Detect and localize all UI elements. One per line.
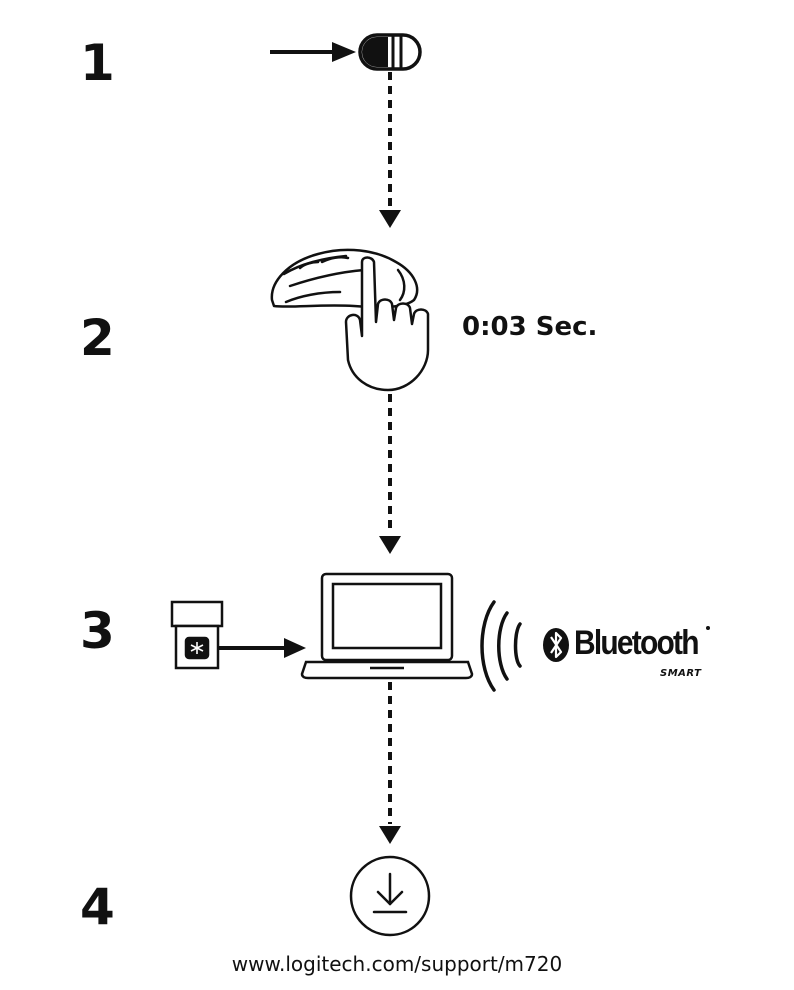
mouse-hand-icon xyxy=(272,250,428,390)
step-number-3: 3 xyxy=(80,606,115,656)
registered-mark xyxy=(706,626,710,630)
bluetooth-label: Bluetooth xyxy=(574,624,698,663)
step-number-4: 4 xyxy=(80,882,115,932)
bluetooth-icon xyxy=(543,628,569,662)
receiver-arrow xyxy=(218,638,306,658)
laptop-icon xyxy=(302,574,472,678)
support-url-link[interactable]: www.logitech.com/support/m720 xyxy=(0,952,794,976)
step-number-2: 2 xyxy=(80,313,115,363)
bluetooth-smart-label: SMART xyxy=(660,668,701,679)
connector-1-2 xyxy=(379,72,401,228)
usb-receiver-icon xyxy=(172,602,222,668)
wireless-waves-icon xyxy=(482,602,520,690)
switch-arrow xyxy=(270,42,356,62)
step-number-1: 1 xyxy=(80,38,115,88)
connector-3-4 xyxy=(379,682,401,844)
power-switch-icon xyxy=(360,35,420,69)
download-icon[interactable] xyxy=(351,857,429,935)
connector-2-3 xyxy=(379,394,401,554)
hold-duration-label: 0:03 Sec. xyxy=(462,312,597,342)
